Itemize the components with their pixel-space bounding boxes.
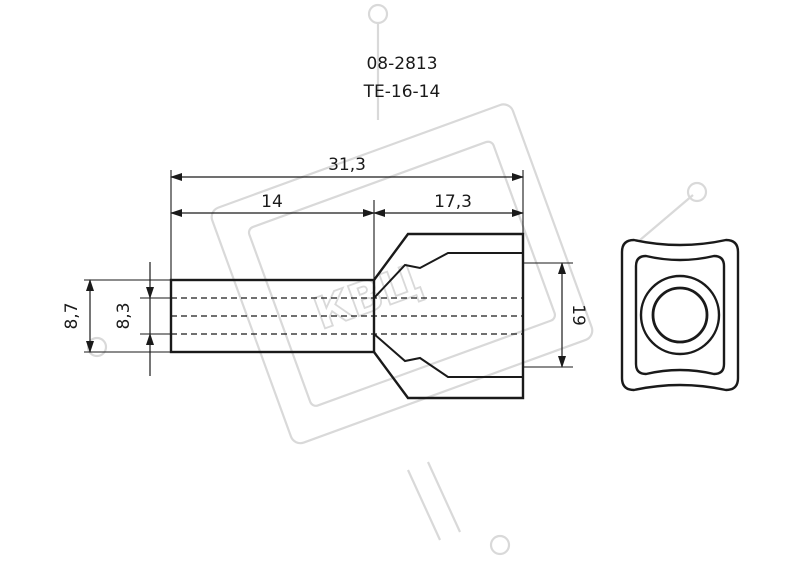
inner-diameter-label: 8,3 bbox=[114, 302, 134, 329]
sleeve-length-label: 14 bbox=[261, 192, 283, 212]
dimension-collar-length: 17,3 bbox=[373, 192, 524, 217]
model-label: TE-16-14 bbox=[363, 82, 441, 102]
collar-length-label: 17,3 bbox=[434, 192, 472, 212]
dimension-outer-diameter: 8,7 bbox=[62, 279, 94, 353]
outer-diameter-label: 8,7 bbox=[62, 302, 82, 329]
ferrule-side-view bbox=[169, 232, 525, 400]
dimension-collar-height: 19 bbox=[558, 262, 588, 368]
watermark-text: КВЦ bbox=[308, 254, 429, 340]
dimension-sleeve-length: 14 bbox=[170, 192, 375, 217]
part-code-label: 08-2813 bbox=[366, 54, 437, 74]
collar-height-label: 19 bbox=[568, 304, 588, 326]
dimension-inner-diameter: 8,3 bbox=[114, 262, 154, 376]
total-length-label: 31,3 bbox=[328, 155, 366, 175]
dimension-total-length: 31,3 bbox=[170, 155, 524, 181]
ferrule-end-view bbox=[620, 238, 740, 392]
